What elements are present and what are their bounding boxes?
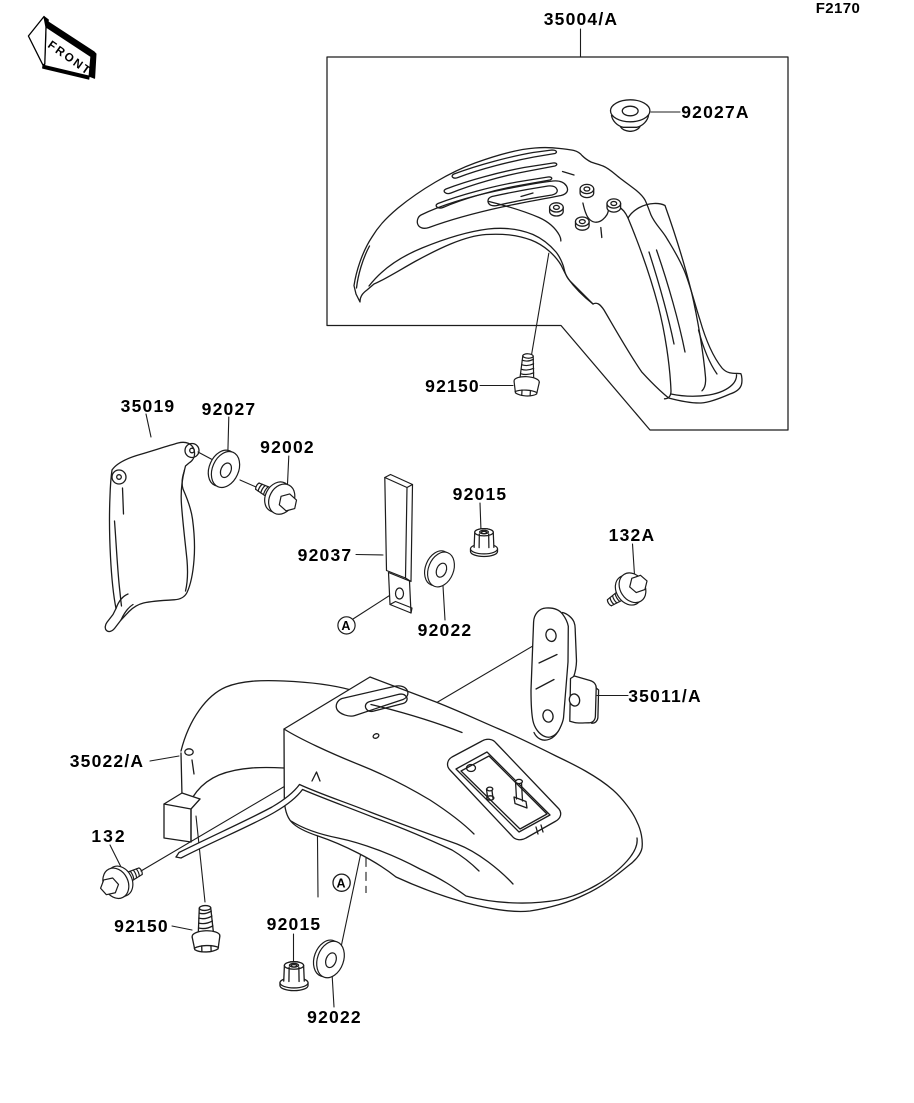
svg-text:35011/A: 35011/A [628,686,702,706]
svg-text:92027A: 92027A [681,102,750,122]
svg-text:92022: 92022 [418,620,473,640]
svg-text:A: A [341,619,351,633]
svg-text:132: 132 [91,826,126,846]
svg-text:92150: 92150 [114,916,169,936]
svg-text:92022: 92022 [307,1007,362,1027]
svg-text:132A: 132A [609,525,656,545]
svg-text:35022/A: 35022/A [70,751,145,771]
svg-text:92015: 92015 [267,914,322,934]
svg-text:92015: 92015 [453,484,508,504]
svg-text:92002: 92002 [260,437,315,457]
svg-text:92027: 92027 [202,399,257,419]
svg-text:92150: 92150 [425,376,480,396]
svg-text:A: A [336,877,346,891]
svg-text:92037: 92037 [298,545,353,565]
svg-text:35019: 35019 [121,396,176,416]
svg-text:F2170: F2170 [816,0,861,17]
svg-text:35004/A: 35004/A [544,9,619,29]
